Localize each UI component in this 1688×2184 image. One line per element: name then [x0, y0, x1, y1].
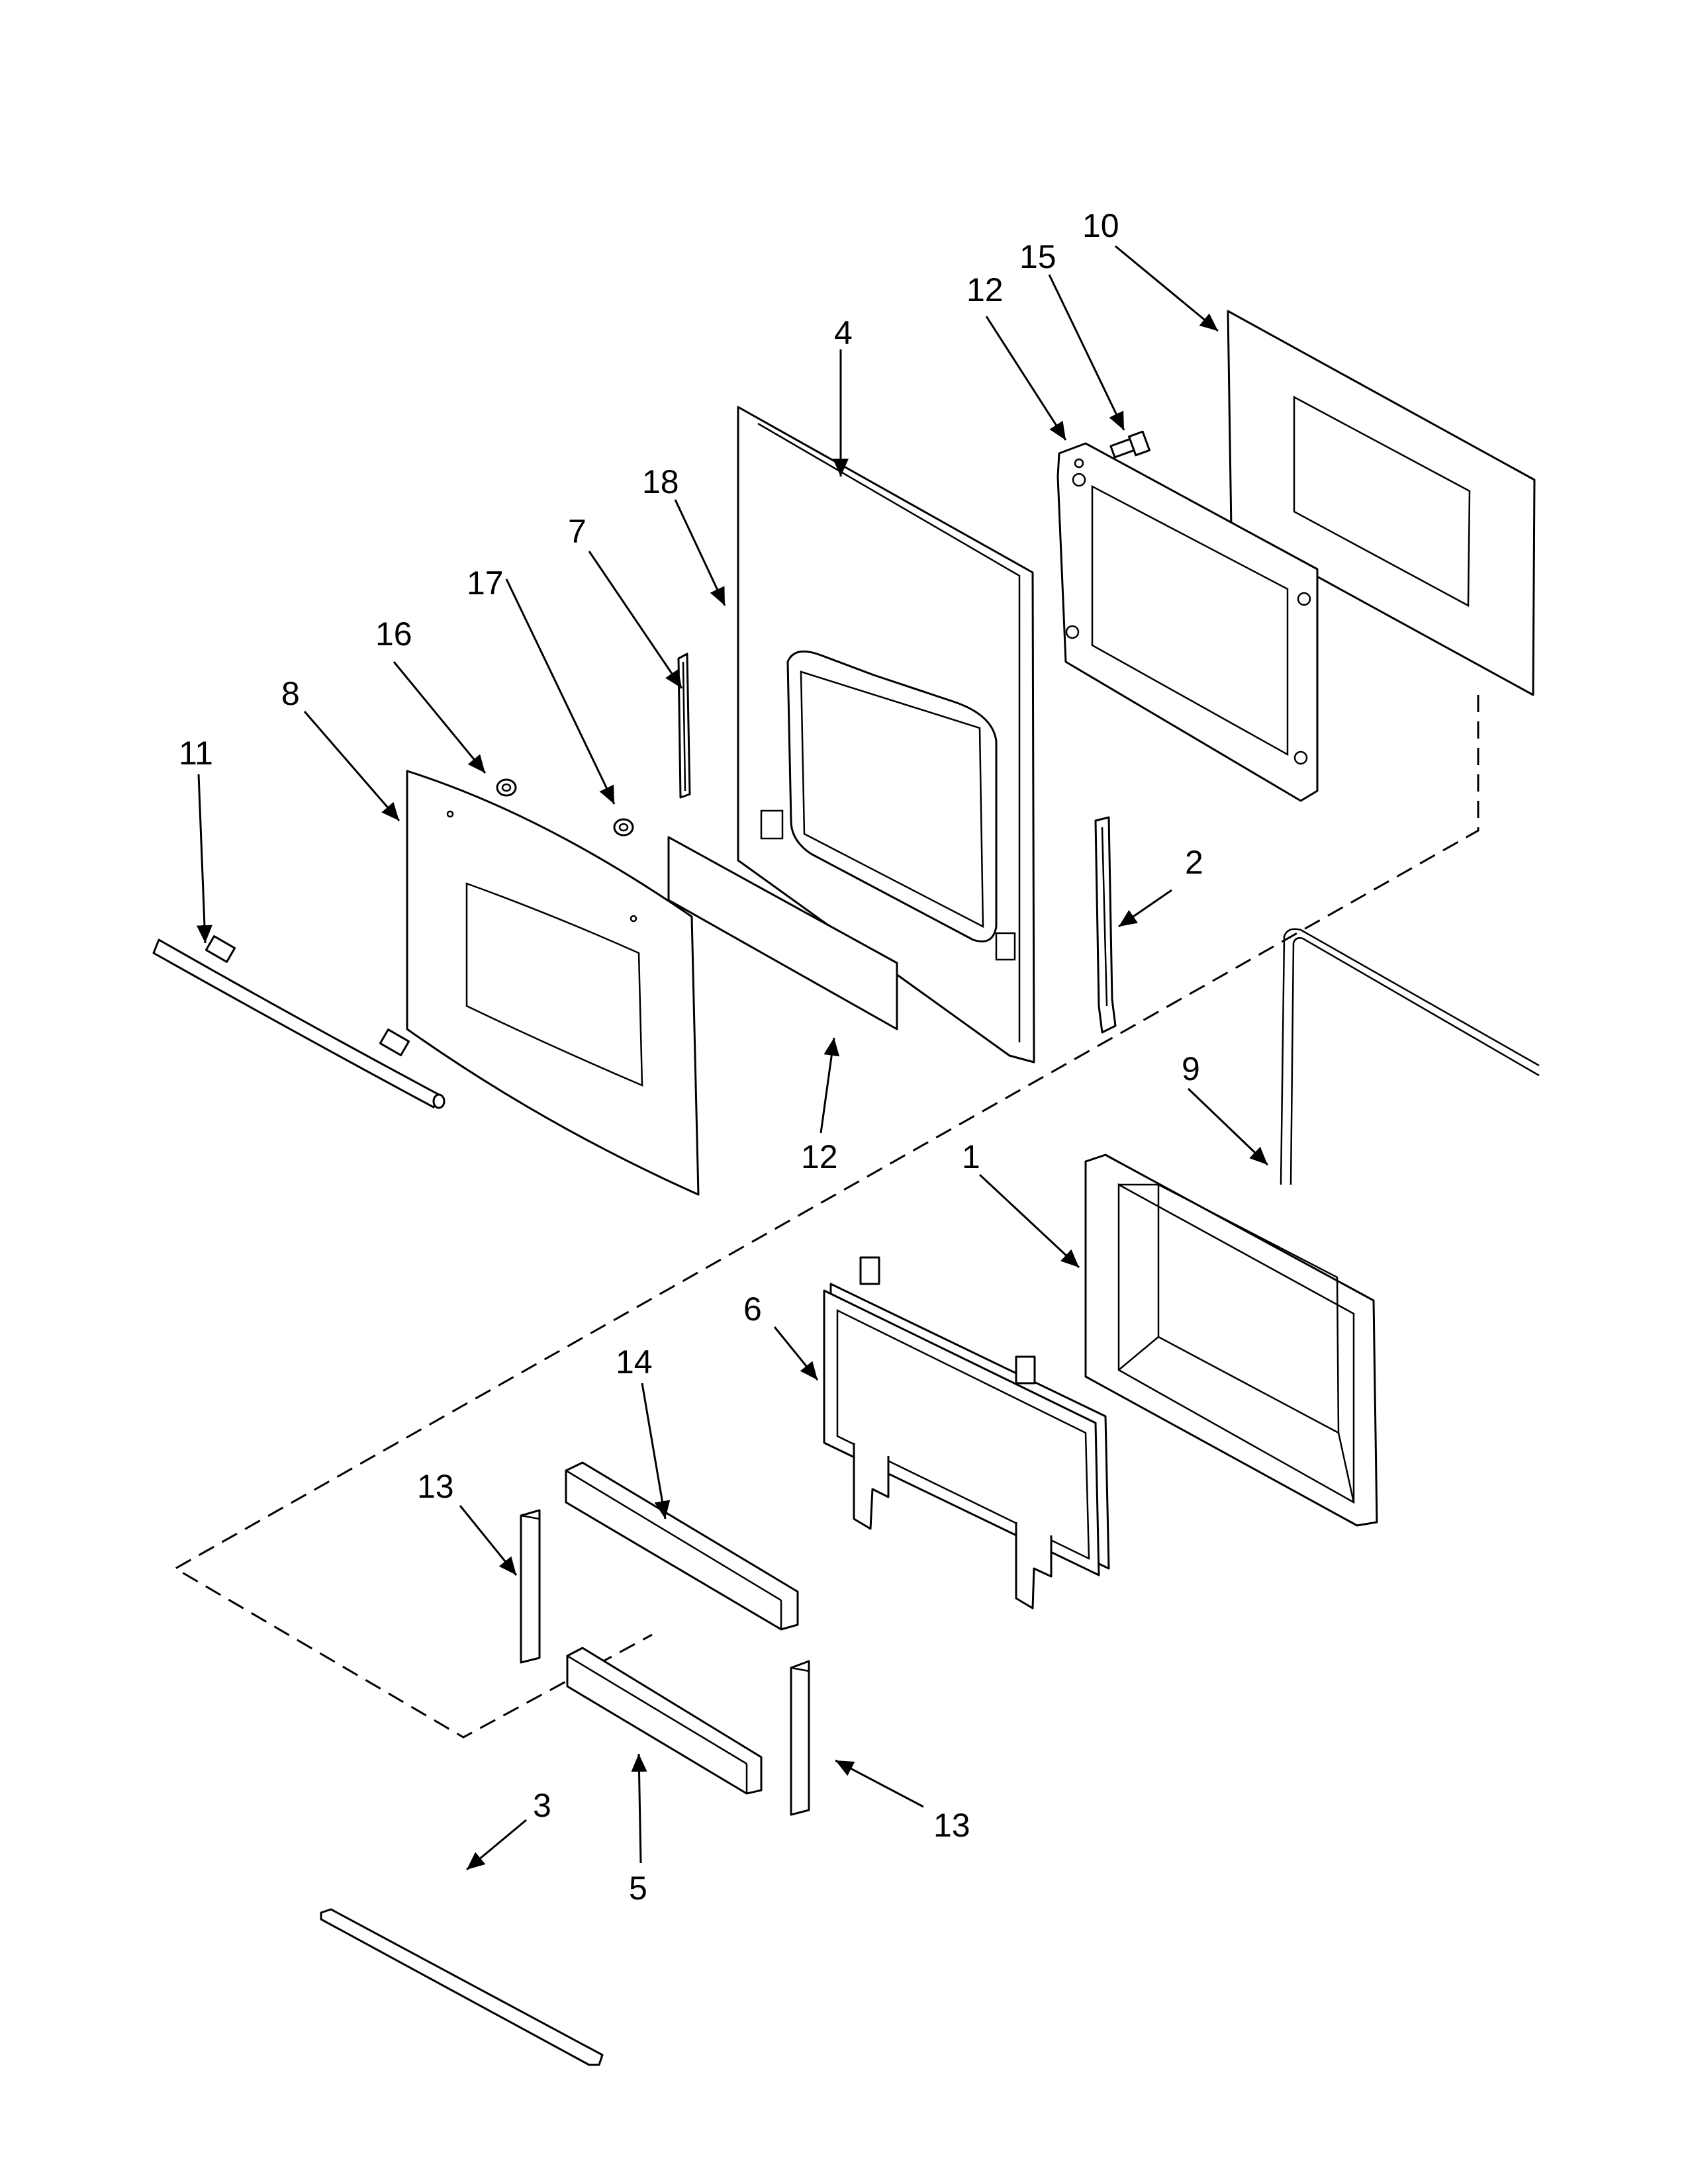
callout-15: 15	[1019, 238, 1056, 275]
assembly-dashed-outline	[173, 695, 1479, 1739]
part-door-liner	[1084, 1154, 1378, 1527]
callout-18: 18	[642, 463, 679, 500]
part-inner-frame	[1056, 442, 1319, 802]
leader-arrows	[196, 245, 1269, 1871]
part-outer-glass	[1227, 310, 1536, 696]
callout-6: 6	[743, 1291, 762, 1328]
callout-11: 11	[179, 735, 213, 772]
part-insulation-block-right	[790, 1660, 810, 1816]
callout-13-left: 13	[417, 1468, 454, 1505]
part-inner-door-panel	[737, 406, 1035, 1064]
part-insulation-block-left	[520, 1509, 541, 1664]
callout-10: 10	[1082, 207, 1119, 244]
part-screw	[1109, 430, 1150, 459]
callout-3: 3	[533, 1787, 551, 1824]
callout-8: 8	[281, 675, 300, 712]
callout-12-lower: 12	[801, 1138, 838, 1175]
callout-9: 9	[1182, 1050, 1200, 1087]
part-bumper-17	[613, 818, 634, 837]
part-bumper-16	[496, 778, 517, 797]
callout-16: 16	[375, 615, 412, 653]
callout-1: 1	[962, 1138, 980, 1175]
part-glass-pack	[823, 1256, 1110, 1610]
part-insulation-bar-bottom	[566, 1647, 763, 1795]
callout-4: 4	[834, 314, 853, 351]
callout-12-upper: 12	[966, 271, 1004, 308]
part-gasket	[1280, 928, 1540, 1185]
part-hinge-strip	[677, 653, 691, 799]
part-bottom-trim	[320, 1908, 604, 2066]
callout-5: 5	[629, 1870, 647, 1907]
part-outer-door	[406, 770, 700, 1196]
callout-labels: 10 15 12 4 18 7 17 16 8 11 2 12 9 1 6 14…	[179, 207, 1203, 1907]
part-side-bracket	[1094, 816, 1117, 1034]
part-insulation-bar-top	[565, 1461, 799, 1631]
callout-13-right: 13	[933, 1807, 970, 1844]
part-glass-strip	[667, 836, 898, 1030]
callout-2: 2	[1185, 844, 1203, 881]
callout-17: 17	[467, 565, 504, 602]
callout-7: 7	[568, 513, 586, 550]
callout-14: 14	[616, 1343, 653, 1381]
part-handle	[152, 935, 445, 1109]
